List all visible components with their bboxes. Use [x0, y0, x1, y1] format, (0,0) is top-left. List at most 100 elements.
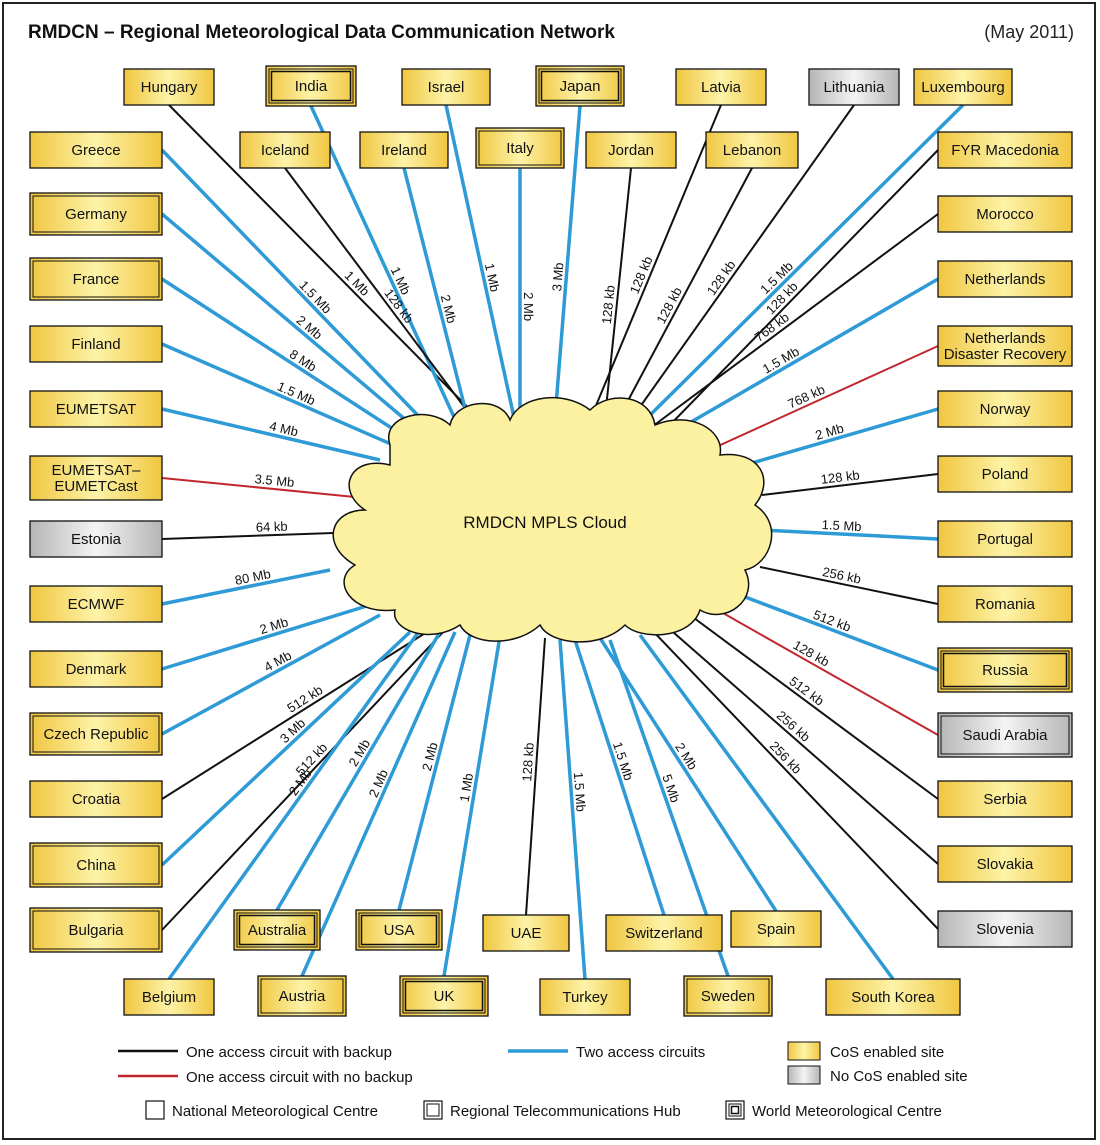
link-india [309, 105, 462, 431]
site-iceland: Iceland [239, 131, 331, 169]
site-italy: Italy [475, 127, 565, 169]
site-box [937, 325, 1073, 367]
site-ecmwf: ECMWF [29, 585, 163, 623]
link-netherlands-disaster-recovery [704, 345, 939, 453]
speed-label-uae: 128 kb [519, 742, 537, 782]
site-spain: Spain [730, 910, 822, 948]
link-saudi-arabia [699, 599, 939, 736]
site-label: Israel [428, 79, 465, 96]
site-uk: UK [399, 975, 489, 1017]
site-box-inner2 [942, 652, 1068, 688]
site-morocco: Morocco [937, 195, 1073, 233]
site-label: Turkey [562, 989, 608, 1006]
link-spain [598, 637, 778, 912]
link-china [160, 630, 412, 867]
site-greece: Greece [29, 131, 163, 169]
site-label: Croatia [72, 791, 121, 808]
site-box [399, 975, 489, 1017]
site-box-inner2 [540, 70, 620, 102]
site-usa: USA [355, 909, 443, 951]
site-box [239, 131, 331, 169]
site-box-inner [940, 715, 1070, 755]
site-label: Estonia [71, 531, 122, 548]
speed-label-ireland: 2 Mb [438, 293, 460, 325]
site-box-inner [478, 130, 562, 166]
site-label: EUMETSAT [56, 401, 137, 418]
site-label: Greece [71, 142, 120, 159]
site-box [257, 975, 347, 1017]
link-netherlands [659, 277, 939, 442]
speed-label-turkey: 1.5 Mb [571, 772, 589, 813]
site-australia: Australia [233, 909, 321, 951]
site-slovenia: Slovenia [937, 910, 1073, 948]
site-label: Latvia [701, 79, 742, 96]
site-austria: Austria [257, 975, 347, 1017]
site-box-inner [686, 978, 770, 1014]
site-box-inner [260, 978, 344, 1014]
site-label: Netherlands [965, 330, 1046, 347]
site-label: USA [384, 922, 415, 939]
site-serbia: Serbia [937, 780, 1073, 818]
site-box [937, 390, 1073, 428]
site-box-inner [32, 845, 160, 885]
site-label: Serbia [983, 791, 1027, 808]
site-box-inner2 [238, 914, 316, 946]
site-box [29, 780, 163, 818]
link-morocco [644, 213, 939, 433]
link-slovenia [649, 627, 939, 930]
speed-label-italy: 2 Mb [521, 292, 536, 321]
site-box [475, 127, 565, 169]
legend-nmc-text: National Meteorological Centre [172, 1103, 378, 1120]
link-denmark [161, 603, 371, 671]
link-france [161, 277, 411, 442]
site-jordan: Jordan [585, 131, 677, 169]
site-box-inner [402, 978, 486, 1014]
site-box [265, 65, 357, 107]
link-uk [442, 635, 502, 977]
site-box [535, 65, 625, 107]
site-label: Germany [65, 206, 127, 223]
speed-label-jordan: 128 kb [599, 284, 618, 324]
site-eumetsat: EUMETSAT [29, 390, 163, 428]
site-label: Ireland [381, 142, 427, 159]
link-portugal [761, 528, 939, 541]
site-label: Australia [248, 922, 307, 939]
site-box [29, 712, 163, 756]
mpls-cloud: RMDCN MPLS Cloud [332, 397, 773, 643]
link-ecmwf [161, 568, 331, 606]
site-box-inner [940, 650, 1070, 690]
site-poland: Poland [937, 455, 1073, 493]
site-label: Italy [506, 140, 534, 157]
link-iceland [284, 167, 481, 429]
site-denmark: Denmark [29, 650, 163, 688]
link-norway [744, 407, 939, 467]
site-latvia: Latvia [675, 68, 767, 106]
site-box [29, 455, 163, 501]
link-belgium [167, 628, 422, 981]
speed-label-eumetsat-eumetcast: 3.5 Mb [254, 471, 295, 490]
site-label: Poland [982, 466, 1029, 483]
site-netherlands: Netherlands [937, 260, 1073, 298]
site-box [29, 520, 163, 558]
site-box [29, 585, 163, 623]
cloud-label: RMDCN MPLS Cloud [463, 513, 626, 532]
site-india: India [265, 65, 357, 107]
site-box [730, 910, 822, 948]
legend-backup-text: One access circuit with backup [186, 1044, 392, 1061]
legend-cos-swatch [787, 1041, 821, 1061]
speed-label-usa: 2 Mb [419, 741, 441, 773]
site-box [937, 585, 1073, 623]
link-luxembourg [633, 103, 965, 432]
speed-label-eumetsat: 4 Mb [268, 418, 300, 439]
speed-label-portugal: 1.5 Mb [821, 517, 861, 534]
site-label: Belgium [142, 989, 196, 1006]
link-turkey [558, 639, 587, 980]
site-box [937, 647, 1073, 693]
site-label: Czech Republic [43, 726, 149, 743]
site-box-inner [236, 912, 318, 948]
link-slovakia [664, 624, 939, 865]
site-box [937, 260, 1073, 298]
site-box [937, 195, 1073, 233]
site-czech-republic: Czech Republic [29, 712, 163, 756]
site-uae: UAE [482, 914, 570, 952]
